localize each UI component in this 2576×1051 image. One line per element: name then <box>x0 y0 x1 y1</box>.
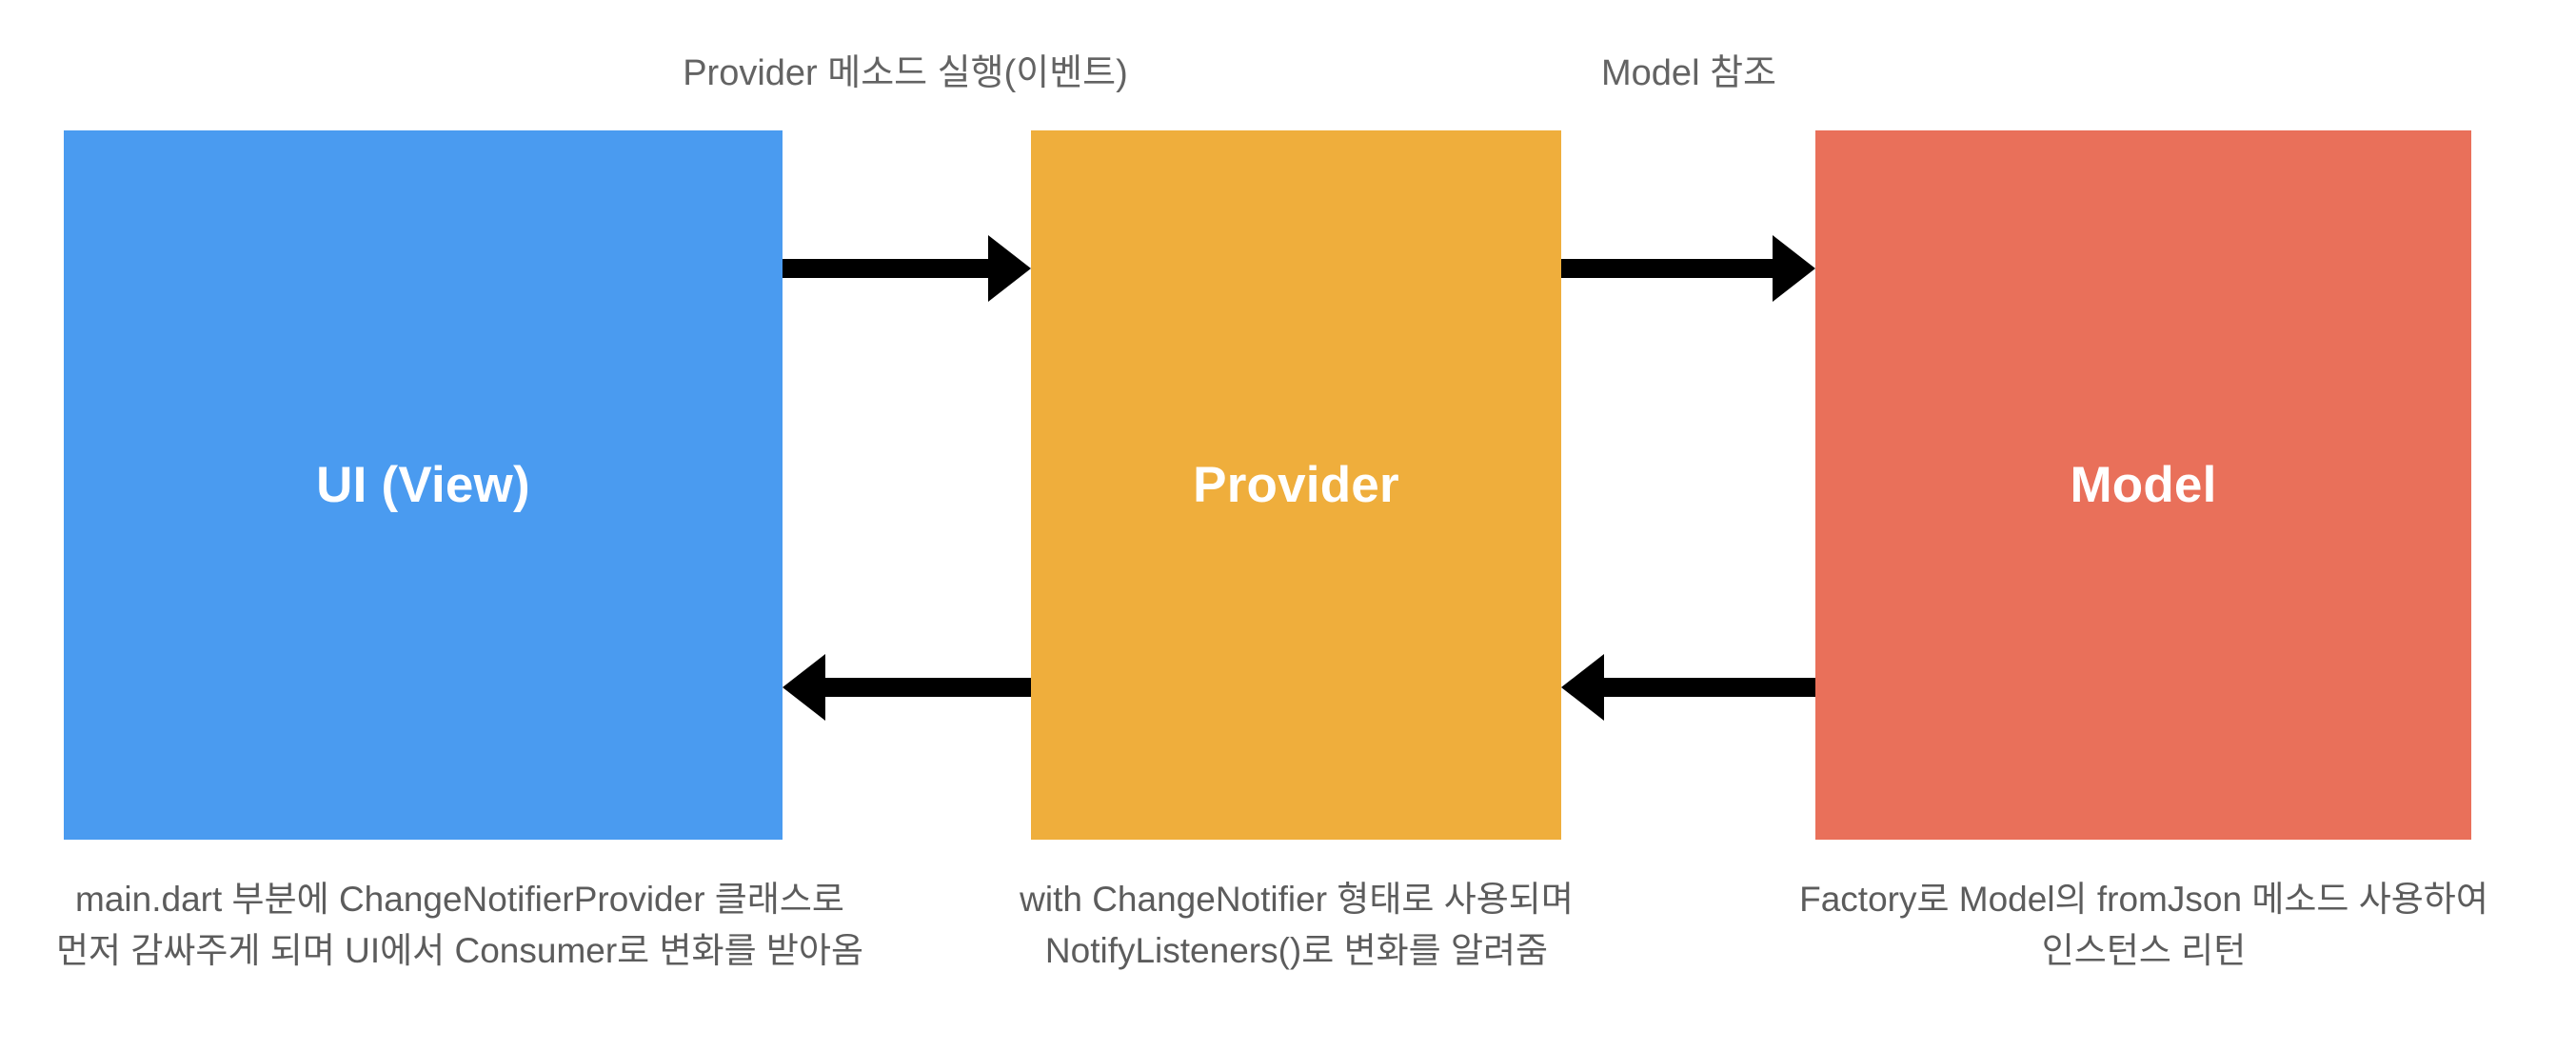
node-label-ui: UI (View) <box>316 457 530 513</box>
caption-ui-line2: 먼저 감싸주게 되며 UI에서 Consumer로 변화를 받아옴 <box>55 931 864 970</box>
caption-model-line1: Factory로 Model의 fromJson 메소드 사용하여 <box>1799 880 2488 919</box>
caption-model: Factory로 Model의 fromJson 메소드 사용하여 인스턴스 리… <box>1799 874 2488 977</box>
arrow-right-ui-to-provider <box>783 235 1031 302</box>
node-label-model: Model <box>2070 457 2217 513</box>
node-label-provider: Provider <box>1193 457 1399 513</box>
caption-provider-line1: with ChangeNotifier 형태로 사용되며 <box>1020 880 1574 919</box>
arrow-left-provider-to-ui <box>783 654 1031 721</box>
edge-label-ui-to-provider: Provider 메소드 실행(이벤트) <box>683 53 1128 93</box>
arrow-left-model-to-provider <box>1561 654 1815 721</box>
caption-provider-line2: NotifyListeners()로 변화를 알려줌 <box>1044 931 1549 970</box>
edge-label-provider-to-model: Model 참조 <box>1601 53 1776 93</box>
node-box-ui[interactable]: UI (View) <box>64 130 783 840</box>
caption-ui: main.dart 부분에 ChangeNotifierProvider 클래스… <box>56 874 863 977</box>
caption-provider: with ChangeNotifier 형태로 사용되며 NotifyListe… <box>1020 874 1574 977</box>
arrow-right-provider-to-model <box>1561 235 1815 302</box>
node-box-model[interactable]: Model <box>1815 130 2471 840</box>
node-box-provider[interactable]: Provider <box>1031 130 1561 840</box>
caption-model-line2: 인스턴스 리턴 <box>2041 931 2247 970</box>
caption-ui-line1: main.dart 부분에 ChangeNotifierProvider 클래스… <box>75 880 844 919</box>
